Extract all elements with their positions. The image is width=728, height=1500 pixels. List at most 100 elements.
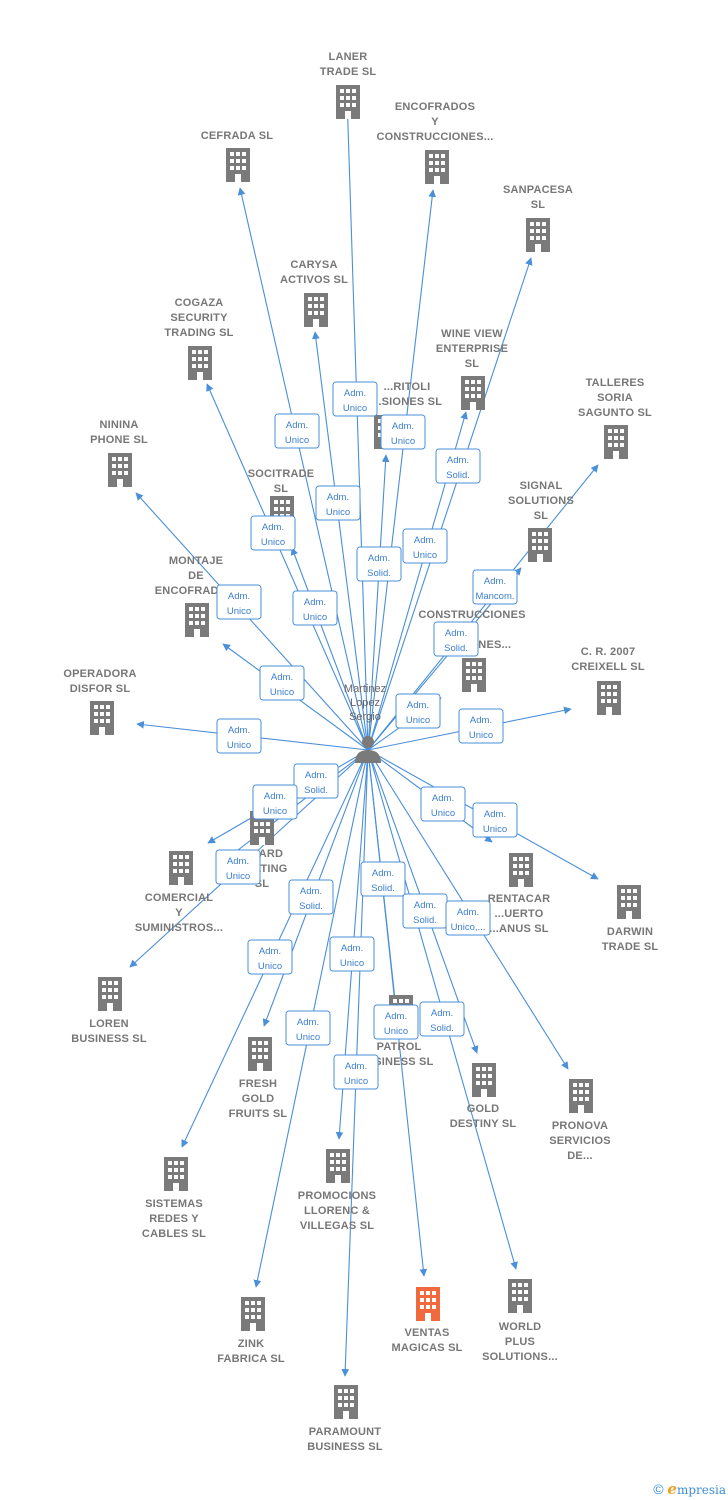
person-icon-body[interactable] (355, 750, 381, 763)
badge-box[interactable] (247, 939, 293, 975)
company-label[interactable]: RENTACAR...UERTO...ANUS SL (488, 893, 551, 935)
badge-box[interactable] (332, 381, 378, 417)
badge-box[interactable] (216, 718, 262, 754)
relation-badge-construcciones[interactable]: Adm.Solid. (433, 621, 479, 657)
building-icon[interactable] (185, 603, 209, 637)
relation-badge-world[interactable]: Adm.Solid. (419, 1001, 465, 1037)
badge-box[interactable] (380, 414, 426, 450)
company-node-rentacar[interactable]: RENTACAR...UERTO...ANUS SL (488, 853, 551, 935)
badge-box[interactable] (215, 849, 261, 885)
relation-badge-vanguard[interactable]: Adm.Unico (252, 784, 298, 820)
badge-box[interactable] (315, 485, 361, 521)
relation-badge-encofrados[interactable]: Adm.Unico (402, 528, 448, 564)
badge-box[interactable] (472, 802, 518, 838)
building-icon[interactable] (226, 148, 250, 182)
building-icon[interactable] (472, 1063, 496, 1097)
relation-badge-socitrade[interactable]: Adm.Unico (250, 515, 296, 551)
relation-badge-darwin[interactable]: Adm.Unico (472, 802, 518, 838)
building-icon[interactable] (509, 853, 533, 887)
building-icon[interactable] (604, 425, 628, 459)
relation-badge-wineview[interactable]: Adm.Solid. (435, 448, 481, 484)
building-icon[interactable] (188, 346, 212, 380)
badge-box[interactable] (420, 786, 466, 822)
relation-badge-cefrada[interactable]: Adm.Unico (274, 413, 320, 449)
badge-box[interactable] (395, 693, 441, 729)
badge-box[interactable] (285, 1010, 331, 1046)
building-icon[interactable] (462, 658, 486, 692)
person-icon[interactable] (362, 736, 374, 748)
company-node-cefrada[interactable]: CEFRADA SL (201, 130, 274, 182)
company-label[interactable]: PATROL...SINESS SL (364, 1041, 433, 1068)
building-icon[interactable] (169, 851, 193, 885)
building-icon[interactable] (336, 85, 360, 119)
badge-box[interactable] (293, 763, 339, 799)
badge-box[interactable] (402, 528, 448, 564)
relation-badge-signal[interactable]: Adm.Mancom. (472, 569, 518, 605)
relation-badge-carysa[interactable]: Adm.Unico (315, 485, 361, 521)
relation-badge-patrol[interactable]: Adm.Solid. (360, 861, 406, 897)
relation-badge-socitrade[interactable]: Adm.Unico (292, 590, 338, 626)
badge-box[interactable] (433, 621, 479, 657)
building-icon[interactable] (90, 701, 114, 735)
building-icon[interactable] (569, 1079, 593, 1113)
badge-box[interactable] (472, 569, 518, 605)
company-node-tritoli[interactable]: ...RITOLI...SIONES SL (372, 381, 442, 449)
relation-badge-ventas[interactable]: Adm.Unico (373, 1004, 419, 1040)
badge-box[interactable] (419, 1001, 465, 1037)
relation-badge-pronova[interactable]: Adm.Unico,... (445, 900, 491, 936)
relation-badge-comercial[interactable]: Adm.Unico (215, 849, 261, 885)
building-icon[interactable] (425, 150, 449, 184)
badge-box[interactable] (274, 413, 320, 449)
badge-box[interactable] (292, 590, 338, 626)
relation-badge-paramount[interactable]: Adm.Unico (333, 1054, 379, 1090)
badge-box[interactable] (356, 546, 402, 582)
company-label[interactable]: CEFRADA SL (201, 130, 274, 142)
badge-box[interactable] (288, 879, 334, 915)
relation-badge-creixell[interactable]: Adm.Unico (458, 708, 504, 744)
building-icon[interactable] (326, 1149, 350, 1183)
relation-badge-loren[interactable]: Adm.Unico (247, 939, 293, 975)
badge-box[interactable] (250, 515, 296, 551)
building-icon[interactable] (98, 977, 122, 1011)
relation-badge-fresh[interactable]: Adm.Solid. (288, 879, 334, 915)
badge-box[interactable] (373, 1004, 419, 1040)
relation-badge-vanguard[interactable]: Adm.Solid. (293, 763, 339, 799)
relation-badge-tritoli[interactable]: Adm.Unico (380, 414, 426, 450)
building-icon[interactable] (528, 528, 552, 562)
badge-box[interactable] (360, 861, 406, 897)
relation-badge-tritoli[interactable]: Adm.Solid. (356, 546, 402, 582)
relation-badge-operadora[interactable]: Adm.Unico (259, 665, 305, 701)
